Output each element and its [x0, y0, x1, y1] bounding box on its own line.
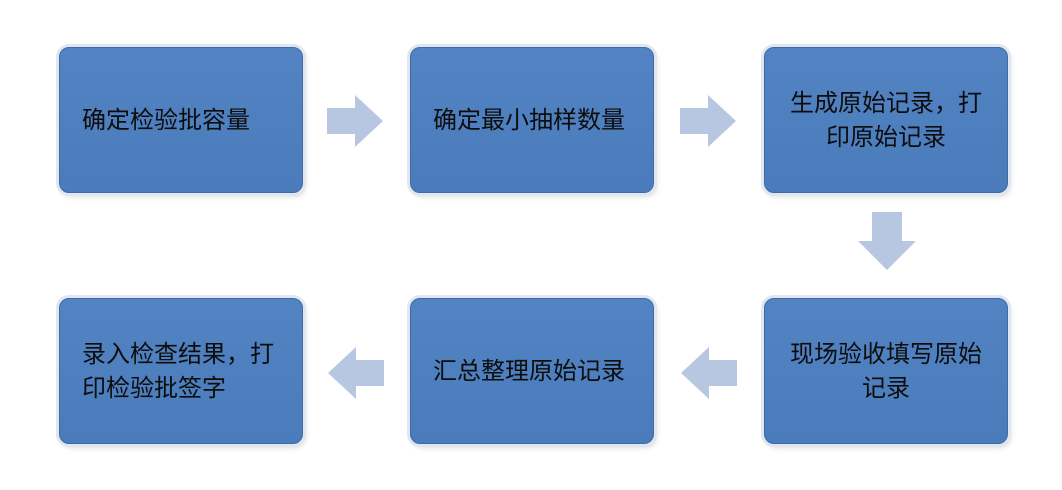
step-6-text: 录入检查结果，打印检验批签字	[82, 340, 274, 402]
step-3-text: 生成原始记录，打印原始记录	[790, 89, 982, 151]
arrow-left-icon	[681, 347, 737, 399]
arrow-left-icon	[328, 347, 384, 399]
step-2-text: 确定最小抽样数量	[433, 106, 625, 134]
step-1-text: 确定检验批容量	[82, 106, 250, 134]
step-4-box: 现场验收填写原始记录	[764, 298, 1008, 444]
step-3-box: 生成原始记录，打印原始记录	[764, 47, 1008, 193]
step-4-text: 现场验收填写原始记录	[790, 340, 982, 402]
step-1-box: 确定检验批容量	[59, 47, 303, 193]
arrow-right-icon	[327, 95, 383, 147]
arrow-down-icon	[858, 212, 916, 270]
step-2-box: 确定最小抽样数量	[410, 47, 654, 193]
step-6-box: 录入检查结果，打印检验批签字	[59, 298, 303, 444]
step-5-text: 汇总整理原始记录	[433, 357, 625, 385]
step-5-box: 汇总整理原始记录	[410, 298, 654, 444]
arrow-right-icon	[680, 95, 736, 147]
